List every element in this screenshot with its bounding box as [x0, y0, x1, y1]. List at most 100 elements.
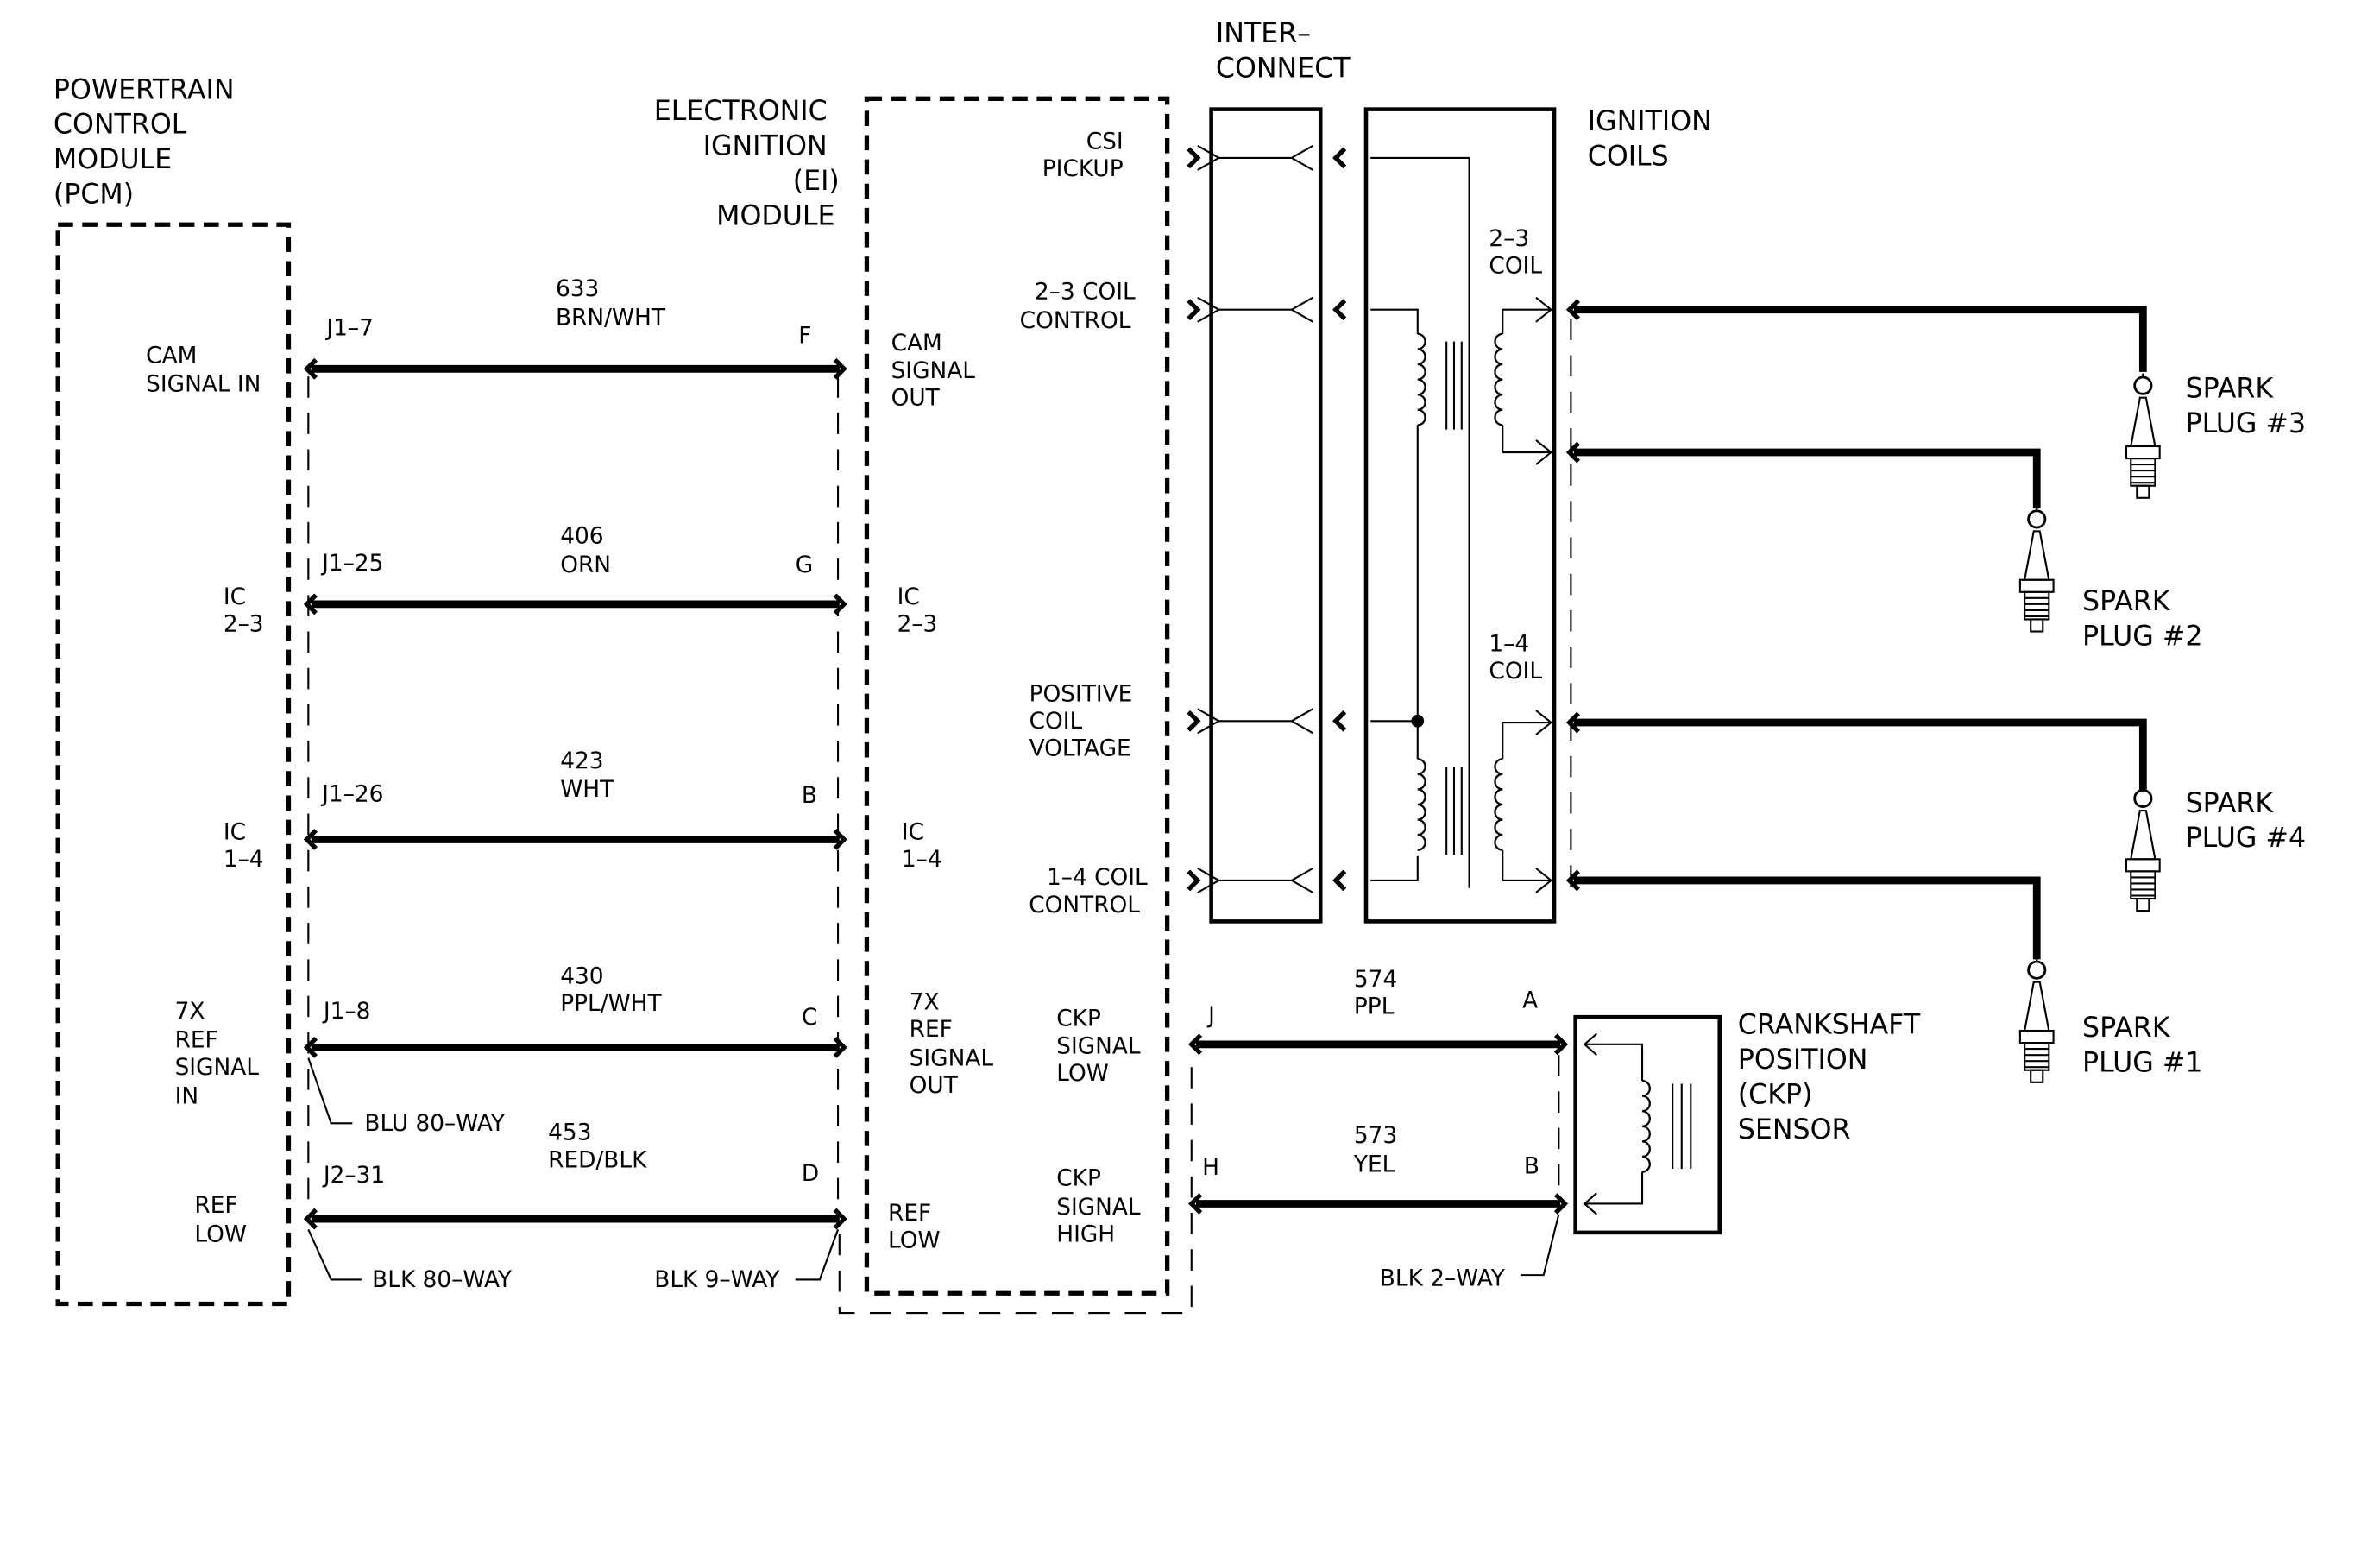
ei-pin-ic23-1: IC — [897, 584, 920, 610]
interconnect-box — [1209, 107, 1323, 924]
blk80-label: BLK 80–WAY — [372, 1267, 513, 1293]
pcm-pin-ic14-1: IC — [224, 819, 246, 845]
pcm-title-2: CONTROL — [54, 110, 187, 141]
coil-internals — [1370, 156, 1553, 893]
ignition-coils-title-2: COILS — [1588, 142, 1669, 173]
ei-pin-7x-2: REF — [910, 1017, 953, 1043]
ei-pin-ic23-2: 2–3 — [897, 612, 938, 638]
ckp-title-1: CRANKSHAFT — [1738, 1010, 1921, 1041]
ei-pin-letter: D — [802, 1161, 819, 1187]
spark-wire-2 — [1570, 443, 2041, 509]
pcm-pin-ic14-2: 1–4 — [224, 847, 264, 873]
pcm-pin-number: J1–26 — [320, 781, 383, 807]
circuit-453: J2–31 453 RED/BLK D — [307, 1120, 845, 1228]
blu80-leader — [307, 1057, 353, 1125]
coil14-label-1: 1–4 — [1489, 631, 1529, 657]
pcm-pin-ic23-2: 2–3 — [224, 612, 264, 638]
ei-pin-coil23-1: 2–3 COIL — [1035, 279, 1136, 305]
ei-pin-7x-4: OUT — [910, 1073, 959, 1099]
ckp-sensor-coil — [1583, 1032, 1692, 1215]
spark-plug-1-label-1: SPARK — [2082, 1013, 2171, 1044]
pcm-title-1: POWERTRAIN — [54, 74, 235, 105]
wire-color: WHT — [560, 777, 614, 803]
pcm-pin-cam-2: SIGNAL IN — [146, 372, 261, 398]
ckp-title-4: SENSOR — [1738, 1114, 1851, 1145]
pcm-pin-number: J2–31 — [322, 1163, 385, 1189]
circuit-number: 406 — [560, 524, 603, 550]
ei-title-4: MODULE — [716, 200, 834, 231]
spark-wire-4 — [1570, 713, 2147, 790]
ei-pin-csi-2: PICKUP — [1042, 156, 1124, 182]
pcm-pin-7x-1: 7X — [175, 999, 205, 1025]
coil23-label-2: COIL — [1489, 254, 1542, 280]
ei-module-box — [864, 96, 1170, 1296]
circuit-number: 453 — [548, 1120, 591, 1146]
circuit-number: 573 — [1354, 1123, 1397, 1149]
pcm-pin-number: J1–8 — [322, 999, 371, 1025]
ei-pin-poscoil-2: COIL — [1029, 709, 1083, 735]
pcm-pin-7x-4: IN — [175, 1083, 198, 1109]
ei-pin-ckplow-2: SIGNAL — [1056, 1033, 1141, 1059]
ckp-title-3: (CKP) — [1738, 1079, 1813, 1110]
ei-pin-coil14-2: CONTROL — [1029, 893, 1140, 918]
ei-pin-poscoil-3: VOLTAGE — [1029, 736, 1131, 762]
spark-plug-4-icon — [2125, 785, 2162, 912]
blk9-leader — [795, 1229, 840, 1281]
circuit-574: J 574 PPL A — [1192, 967, 1565, 1053]
ckp-sensor-box — [1573, 1014, 1722, 1235]
ignition-coils-box — [1363, 107, 1557, 924]
ei-pin-csi-1: CSI — [1086, 129, 1124, 155]
wire-color: PPL — [1354, 994, 1395, 1020]
circuit-633: J1–7 633 BRN/WHT F — [307, 276, 845, 378]
circuit-423: J1–26 423 WHT B — [307, 748, 845, 849]
blu80-label: BLU 80–WAY — [364, 1111, 505, 1137]
spark-plug-1-icon — [2018, 956, 2055, 1084]
wire-color: BRN/WHT — [556, 305, 666, 331]
spark-plug-2-label-1: SPARK — [2082, 586, 2171, 617]
spark-plug-2-label-2: PLUG #2 — [2082, 621, 2203, 652]
spark-plug-3-icon — [2125, 372, 2162, 500]
ei-pin-ckphigh-2: SIGNAL — [1056, 1195, 1141, 1221]
circuit-number: 633 — [556, 276, 599, 302]
ei-pin-ckphigh-3: HIGH — [1056, 1221, 1115, 1247]
wire-color: PPL/WHT — [560, 991, 662, 1017]
spark-plug-3-label-2: PLUG #3 — [2186, 408, 2307, 439]
pcm-title-3: MODULE — [54, 144, 172, 175]
ei-pin-letter: F — [798, 323, 811, 349]
pcm-pin-cam-1: CAM — [146, 343, 197, 369]
spark-plug-4-label-2: PLUG #4 — [2186, 823, 2307, 854]
ei-title-2: IGNITION — [703, 130, 828, 161]
pcm-pin-number: J1–7 — [324, 316, 374, 342]
pcm-pin-ic23-1: IC — [224, 584, 246, 610]
blk2-leader — [1521, 1214, 1560, 1277]
spark-plug-3-label-1: SPARK — [2186, 374, 2275, 405]
pcm-pin-reflow-1: REF — [194, 1193, 237, 1219]
ei-pin-7x-3: SIGNAL — [910, 1045, 994, 1071]
wire-color: YEL — [1353, 1152, 1395, 1178]
circuit-430: J1–8 430 PPL/WHT C — [307, 963, 845, 1056]
circuit-number: 423 — [560, 748, 603, 774]
spark-wire-1 — [1570, 871, 2041, 960]
blk9-label: BLK 9–WAY — [654, 1267, 780, 1293]
ei-pin-letter: C — [802, 1005, 817, 1031]
circuit-number: 574 — [1354, 967, 1397, 993]
circuit-406: J1–25 406 ORN G — [307, 524, 845, 614]
ei-pin-reflow-2: LOW — [888, 1227, 941, 1253]
pcm-pin-7x-2: REF — [175, 1027, 218, 1053]
ei-pin-ckphigh-1: CKP — [1056, 1165, 1101, 1191]
ei-pin-reflow-1: REF — [888, 1201, 931, 1227]
ei-pin-letter: J — [1206, 1003, 1215, 1029]
ei-pin-cam-1: CAM — [891, 331, 942, 357]
wire-color: RED/BLK — [548, 1147, 647, 1173]
sensor-pin-letter: A — [1522, 988, 1538, 1014]
spark-plug-2-icon — [2018, 505, 2055, 633]
pcm-title-4: (PCM) — [54, 180, 134, 211]
ei-pin-letter: H — [1202, 1155, 1219, 1181]
blk80-leader — [307, 1228, 362, 1281]
ei-pin-letter: B — [802, 783, 817, 809]
sensor-pin-letter: B — [1524, 1153, 1539, 1179]
circuit-573: H 573 YEL B — [1192, 1123, 1565, 1213]
interconnect-title-1: INTER– — [1216, 18, 1311, 49]
ei-title-1: ELECTRONIC — [654, 96, 828, 127]
